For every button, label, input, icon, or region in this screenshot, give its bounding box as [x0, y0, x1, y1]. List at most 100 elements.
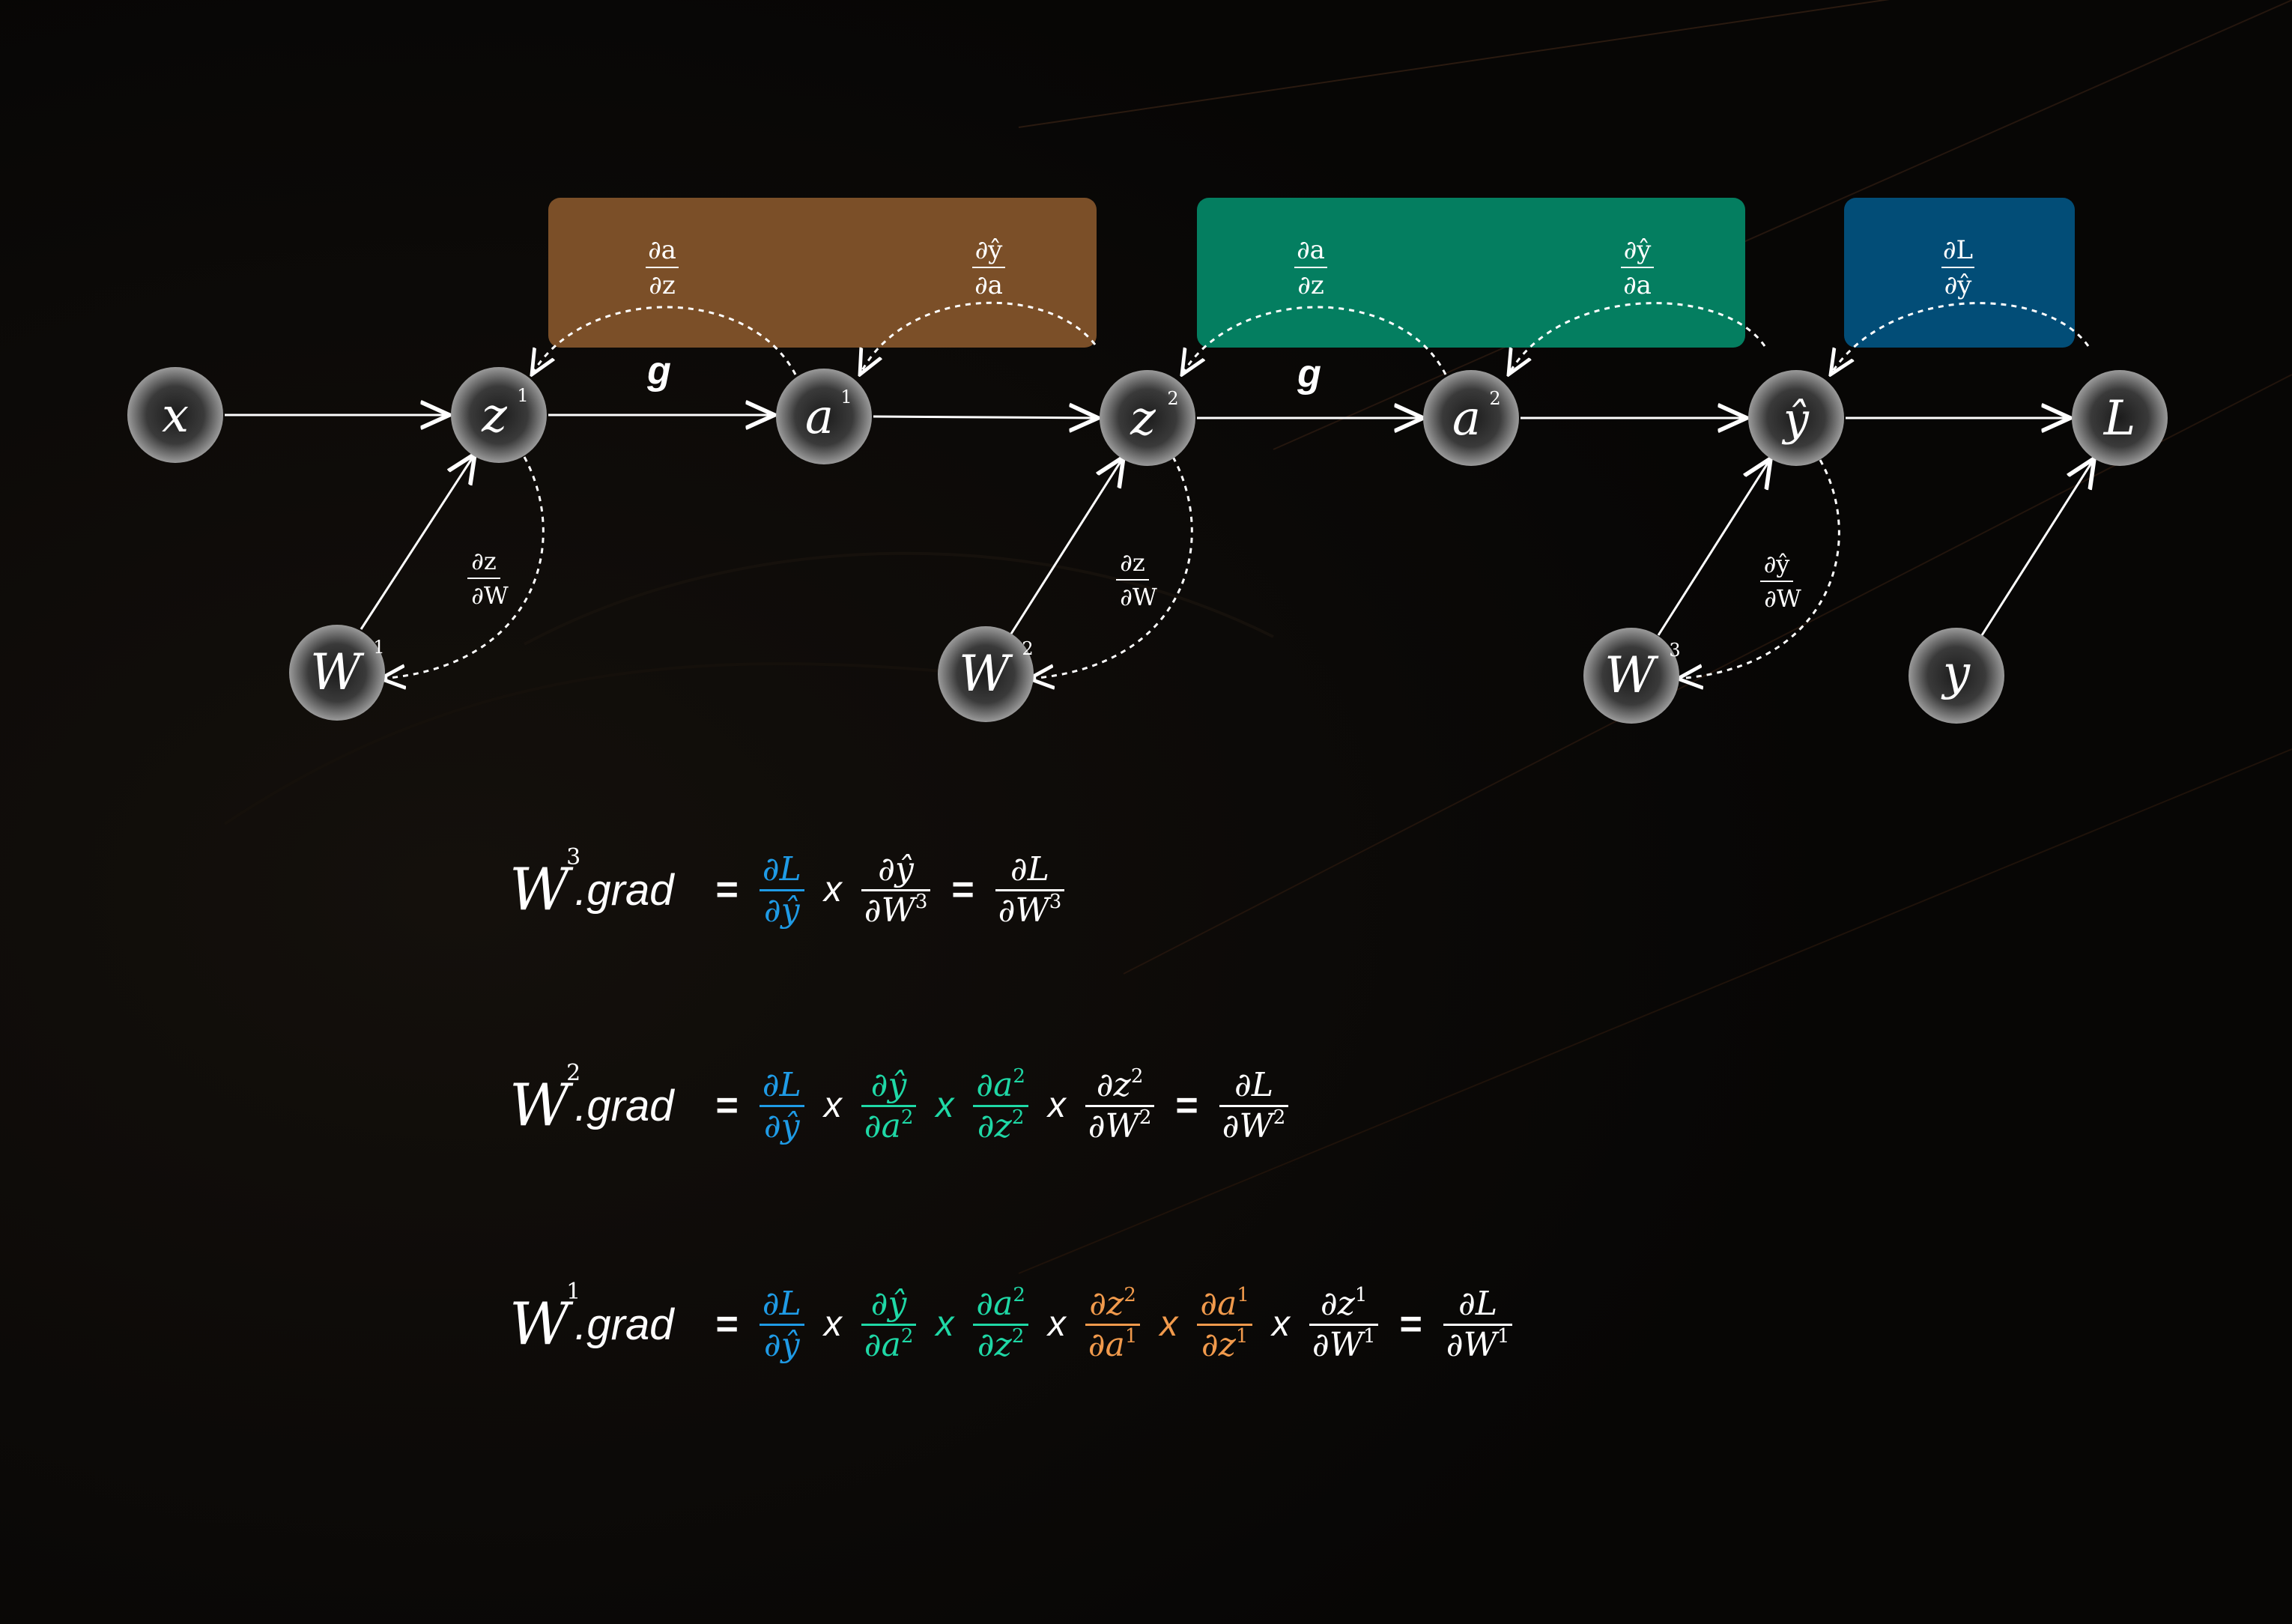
grad-label: .grad: [574, 1081, 674, 1130]
box-blue-fraction: ∂L ∂ŷ: [1941, 235, 1974, 300]
svg-text:W: W: [1604, 646, 1659, 704]
edge-W3-yhat: [1657, 458, 1771, 636]
times-sign: x: [823, 1304, 842, 1344]
svg-text:∂a: ∂a: [1297, 235, 1325, 265]
edge-W1-z1: [360, 454, 475, 630]
activation-g-label-1: g: [646, 349, 671, 393]
svg-text:∂ŷ: ∂ŷ: [975, 235, 1004, 265]
times-sign: x: [936, 1304, 954, 1344]
fraction-dL-dW2: ∂L∂W2: [1219, 1067, 1289, 1144]
fraction-dz1-dW1: ∂z1∂W1: [1309, 1285, 1379, 1363]
node-z1: z 1: [451, 367, 547, 463]
edge-y-L: [1980, 458, 2094, 636]
node-L: L: [2072, 370, 2168, 466]
box-brown-left-fraction: ∂a ∂z: [646, 235, 679, 300]
backward-arc-z2-a1: [860, 301, 1097, 375]
svg-text:W: W: [959, 645, 1013, 703]
fraction-dL-dyhat: ∂L∂ŷ: [759, 852, 804, 928]
box-green-left-fraction: ∂a ∂z: [1294, 235, 1327, 300]
fraction-dyhat-da2: ∂ŷ∂a2: [861, 1067, 917, 1144]
node-a1: a 1: [776, 369, 872, 464]
equation-W3-grad: W 3 .grad = ∂L∂ŷ x ∂ŷ∂W3 = ∂L∂W3: [509, 837, 1065, 942]
svg-text:∂z: ∂z: [1297, 270, 1324, 300]
loss-derivative-box: [1844, 198, 2075, 348]
W1-grad-fraction: ∂z ∂W: [467, 547, 509, 610]
svg-text:ŷ: ŷ: [1781, 393, 1810, 446]
fraction-dyhat-da2: ∂ŷ∂a2: [861, 1286, 917, 1363]
fraction-dz2-dW2: ∂z2∂W2: [1085, 1067, 1155, 1144]
svg-text:∂a: ∂a: [648, 235, 676, 265]
svg-text:z: z: [1130, 391, 1156, 446]
edge-a1-z2: [873, 416, 1098, 418]
backward-arc-z1-W1: [381, 456, 545, 679]
svg-text:2: 2: [1167, 388, 1178, 409]
times-sign: x: [823, 1085, 842, 1125]
times-sign: x: [1159, 1304, 1178, 1344]
weight-superscript: 1: [566, 1278, 581, 1305]
times-sign: x: [823, 870, 842, 909]
equals-sign: =: [715, 1084, 739, 1127]
activation-derivative-box-layer2: [1197, 198, 1745, 348]
svg-text:∂ŷ: ∂ŷ: [1624, 235, 1652, 265]
times-sign: x: [1271, 1304, 1290, 1344]
svg-text:1: 1: [517, 385, 528, 406]
node-y: y: [1909, 628, 2004, 724]
fraction-dyhat-dW3: ∂ŷ∂W3: [861, 852, 931, 928]
node-yhat: ŷ: [1748, 370, 1844, 466]
equation-W2-grad: W 2 .grad = ∂L∂ŷ x ∂ŷ∂a2 x ∂a2∂z2 x ∂z2∂…: [509, 1053, 1289, 1158]
svg-text:∂z: ∂z: [471, 547, 496, 575]
backward-arc-yhat-a2: [1509, 302, 1766, 375]
svg-text:∂W: ∂W: [471, 581, 509, 610]
node-z2: z 2: [1100, 370, 1195, 466]
box-green-right-fraction: ∂ŷ ∂a: [1621, 235, 1654, 300]
svg-text:2: 2: [1022, 638, 1033, 659]
svg-text:y: y: [1941, 646, 1971, 701]
equals-sign: =: [715, 1303, 739, 1346]
equals-sign: =: [1175, 1084, 1198, 1127]
fraction-dz2-da1: ∂z2∂a1: [1085, 1285, 1141, 1363]
weight-symbol: W: [509, 856, 570, 924]
svg-text:z: z: [481, 388, 508, 443]
equals-sign: =: [715, 868, 739, 912]
svg-text:1: 1: [840, 387, 852, 407]
edge-W2-z2: [1010, 457, 1124, 634]
equals-sign: =: [1399, 1303, 1422, 1346]
W2-grad-fraction: ∂z ∂W: [1116, 548, 1157, 611]
svg-text:∂ŷ: ∂ŷ: [1944, 270, 1973, 300]
svg-text:∂L: ∂L: [1943, 235, 1973, 265]
box-brown-right-fraction: ∂ŷ ∂a: [972, 235, 1005, 300]
fraction-dL-dyhat: ∂L∂ŷ: [759, 1286, 804, 1363]
times-sign: x: [936, 1085, 954, 1125]
activation-derivative-box-layer1: [548, 198, 1097, 348]
svg-text:∂z: ∂z: [649, 270, 676, 300]
svg-text:∂W: ∂W: [1764, 584, 1801, 613]
svg-text:x: x: [162, 388, 189, 443]
weight-superscript: 3: [566, 843, 581, 870]
node-a2: a 2: [1423, 370, 1519, 466]
svg-text:∂z: ∂z: [1120, 548, 1145, 577]
equals-sign: =: [951, 868, 974, 912]
grad-label: .grad: [574, 865, 674, 915]
equation-lhs: W 1 .grad: [509, 1279, 673, 1354]
equation-lhs: W 3 .grad: [509, 844, 674, 924]
fraction-da1-dz1: ∂a1∂z1: [1197, 1285, 1252, 1363]
svg-text:3: 3: [1669, 640, 1680, 661]
svg-text:W: W: [310, 643, 365, 701]
backward-arc-L-yhat: [1831, 302, 2090, 375]
svg-text:a: a: [805, 390, 834, 445]
svg-text:∂a: ∂a: [974, 270, 1003, 300]
svg-text:2: 2: [1489, 388, 1500, 409]
fraction-dL-dW1: ∂L∂W1: [1443, 1286, 1513, 1363]
activation-g-label-2: g: [1297, 352, 1321, 396]
node-W2: W 2: [938, 626, 1034, 722]
svg-text:1: 1: [373, 637, 384, 658]
fraction-dL-dW3: ∂L∂W3: [995, 852, 1065, 928]
equation-lhs: W 2 .grad: [509, 1060, 674, 1136]
svg-text:L: L: [2103, 391, 2136, 446]
svg-text:∂ŷ: ∂ŷ: [1764, 550, 1790, 578]
times-sign: x: [1047, 1085, 1066, 1125]
weight-superscript: 2: [566, 1059, 581, 1086]
times-sign: x: [1047, 1304, 1066, 1344]
fraction-dL-dyhat: ∂L∂ŷ: [759, 1067, 804, 1144]
